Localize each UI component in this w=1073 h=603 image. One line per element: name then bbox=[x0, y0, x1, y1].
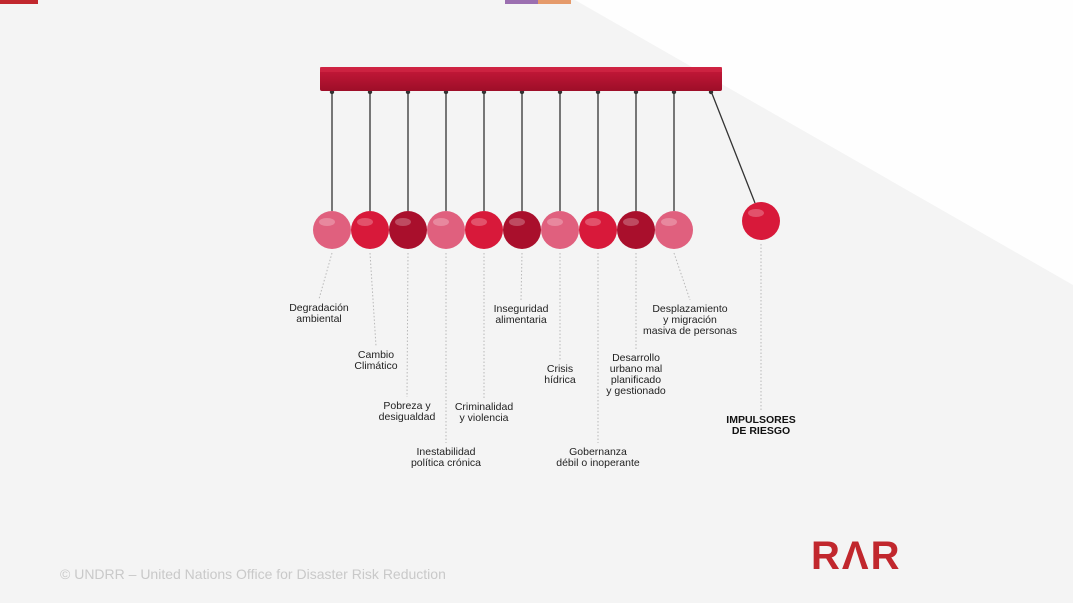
label-connector bbox=[406, 252, 409, 398]
ball-highlight bbox=[661, 218, 677, 226]
label-connector bbox=[673, 252, 691, 301]
swing-string bbox=[710, 90, 756, 204]
pendulum-ball bbox=[351, 211, 389, 249]
cradle-bar bbox=[320, 67, 722, 91]
pendulum-ball bbox=[389, 211, 427, 249]
top-accent-purple bbox=[505, 0, 538, 4]
pendulum-ball bbox=[313, 211, 351, 249]
top-accent-orange bbox=[538, 0, 571, 4]
ball-highlight bbox=[748, 209, 764, 217]
label-connector bbox=[520, 252, 523, 301]
risk-driver-label: Desarrollo urbano mal planificado y gest… bbox=[606, 352, 666, 397]
risk-driver-label: Inestabilidad política crónica bbox=[410, 446, 482, 469]
pendulum-ball bbox=[465, 211, 503, 249]
risk-driver-label: Gobernanza débil o inoperante bbox=[556, 446, 640, 469]
ball-highlight bbox=[509, 218, 525, 226]
label-connector bbox=[318, 252, 333, 300]
risk-driver-label: Degradación ambiental bbox=[289, 302, 349, 325]
top-accent-red bbox=[0, 0, 38, 4]
rvr-logo: RɅR bbox=[811, 534, 902, 578]
ball-highlight bbox=[585, 218, 601, 226]
pendulum-ball bbox=[655, 211, 693, 249]
ball-highlight bbox=[547, 218, 563, 226]
risk-driver-label: Pobreza y desigualdad bbox=[378, 400, 436, 423]
risk-drivers-title-label: IMPULSORES DE RIESGO bbox=[726, 414, 796, 437]
ball-highlight bbox=[357, 218, 373, 226]
risk-driver-label: Criminalidad y violencia bbox=[454, 401, 514, 424]
label-connector bbox=[369, 252, 377, 347]
ball-highlight bbox=[395, 218, 411, 226]
pendulum-ball bbox=[541, 211, 579, 249]
risk-driver-label: Crisis hídrica bbox=[544, 363, 576, 386]
swing-ball bbox=[742, 202, 780, 240]
cradle-bar-top bbox=[320, 67, 722, 72]
risk-driver-label: Inseguridad alimentaria bbox=[493, 303, 549, 326]
pendulum-ball bbox=[617, 211, 655, 249]
risk-driver-label: Desplazamiento y migración masiva de per… bbox=[643, 303, 737, 337]
pendulum-ball bbox=[503, 211, 541, 249]
ball-highlight bbox=[433, 218, 449, 226]
risk-driver-label: Cambio Climático bbox=[354, 349, 398, 372]
pendulum-ball bbox=[579, 211, 617, 249]
ball-highlight bbox=[471, 218, 487, 226]
ball-highlight bbox=[623, 218, 639, 226]
footer-copyright: © UNDRR – United Nations Office for Disa… bbox=[60, 566, 446, 582]
ball-highlight bbox=[319, 218, 335, 226]
pendulum-ball bbox=[427, 211, 465, 249]
